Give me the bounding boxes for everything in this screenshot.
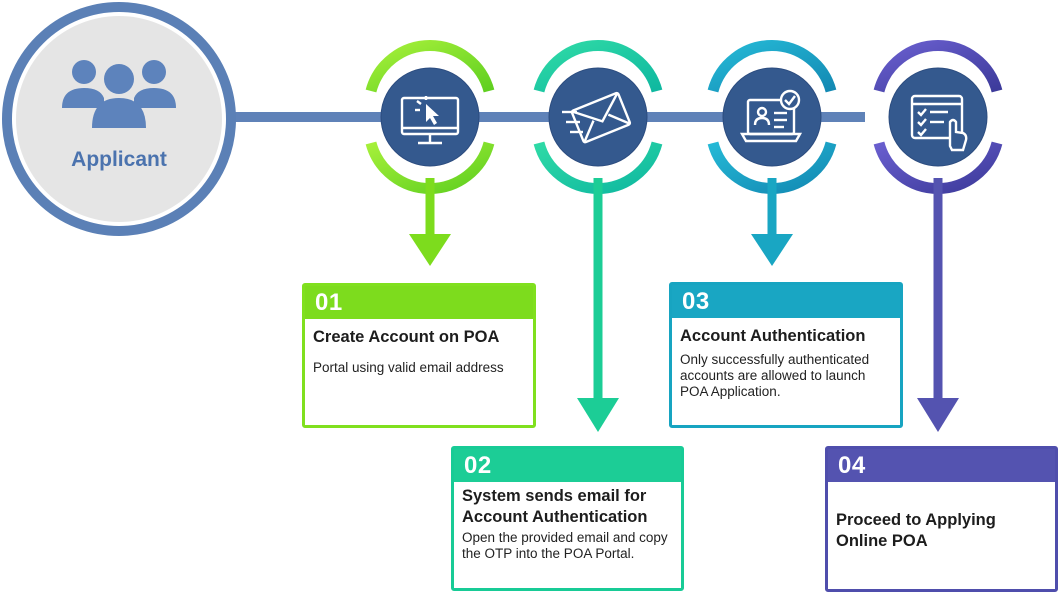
step-1-node <box>365 40 495 266</box>
verified-account-icon <box>739 89 803 143</box>
step-title: Create Account on POA <box>313 328 500 346</box>
step-card-04: 04 Proceed to Applying Online POA <box>825 446 1058 592</box>
step-number: 02 <box>454 449 681 482</box>
step-4-node <box>873 40 1003 432</box>
step-3-node <box>707 40 837 266</box>
email-icon <box>562 91 632 144</box>
step-description: Only successfully authenticated accounts… <box>680 352 870 399</box>
step-card-03: 03 Account Authentication Only successfu… <box>669 282 903 428</box>
applicant-node <box>2 2 236 236</box>
step-number: 03 <box>672 285 900 318</box>
step-card-01: 01 Create Account on POA Portal using va… <box>302 283 536 428</box>
step-title: System sends email for Account Authentic… <box>462 487 648 526</box>
applicant-label: Applicant <box>71 148 167 171</box>
checklist-icon <box>910 94 968 152</box>
step-description: Portal using valid email address <box>313 360 504 375</box>
step-2-node <box>533 40 663 432</box>
step-card-02: 02 System sends email for Account Authen… <box>451 446 684 591</box>
step-number: 04 <box>828 449 1055 482</box>
step-title: Proceed to Applying Online POA <box>836 511 996 550</box>
step-number: 01 <box>305 286 533 319</box>
users-group-icon <box>62 60 176 128</box>
step-title: Account Authentication <box>680 327 866 345</box>
computer-click-icon <box>400 96 460 145</box>
step-description: Open the provided email and copy the OTP… <box>462 530 668 561</box>
